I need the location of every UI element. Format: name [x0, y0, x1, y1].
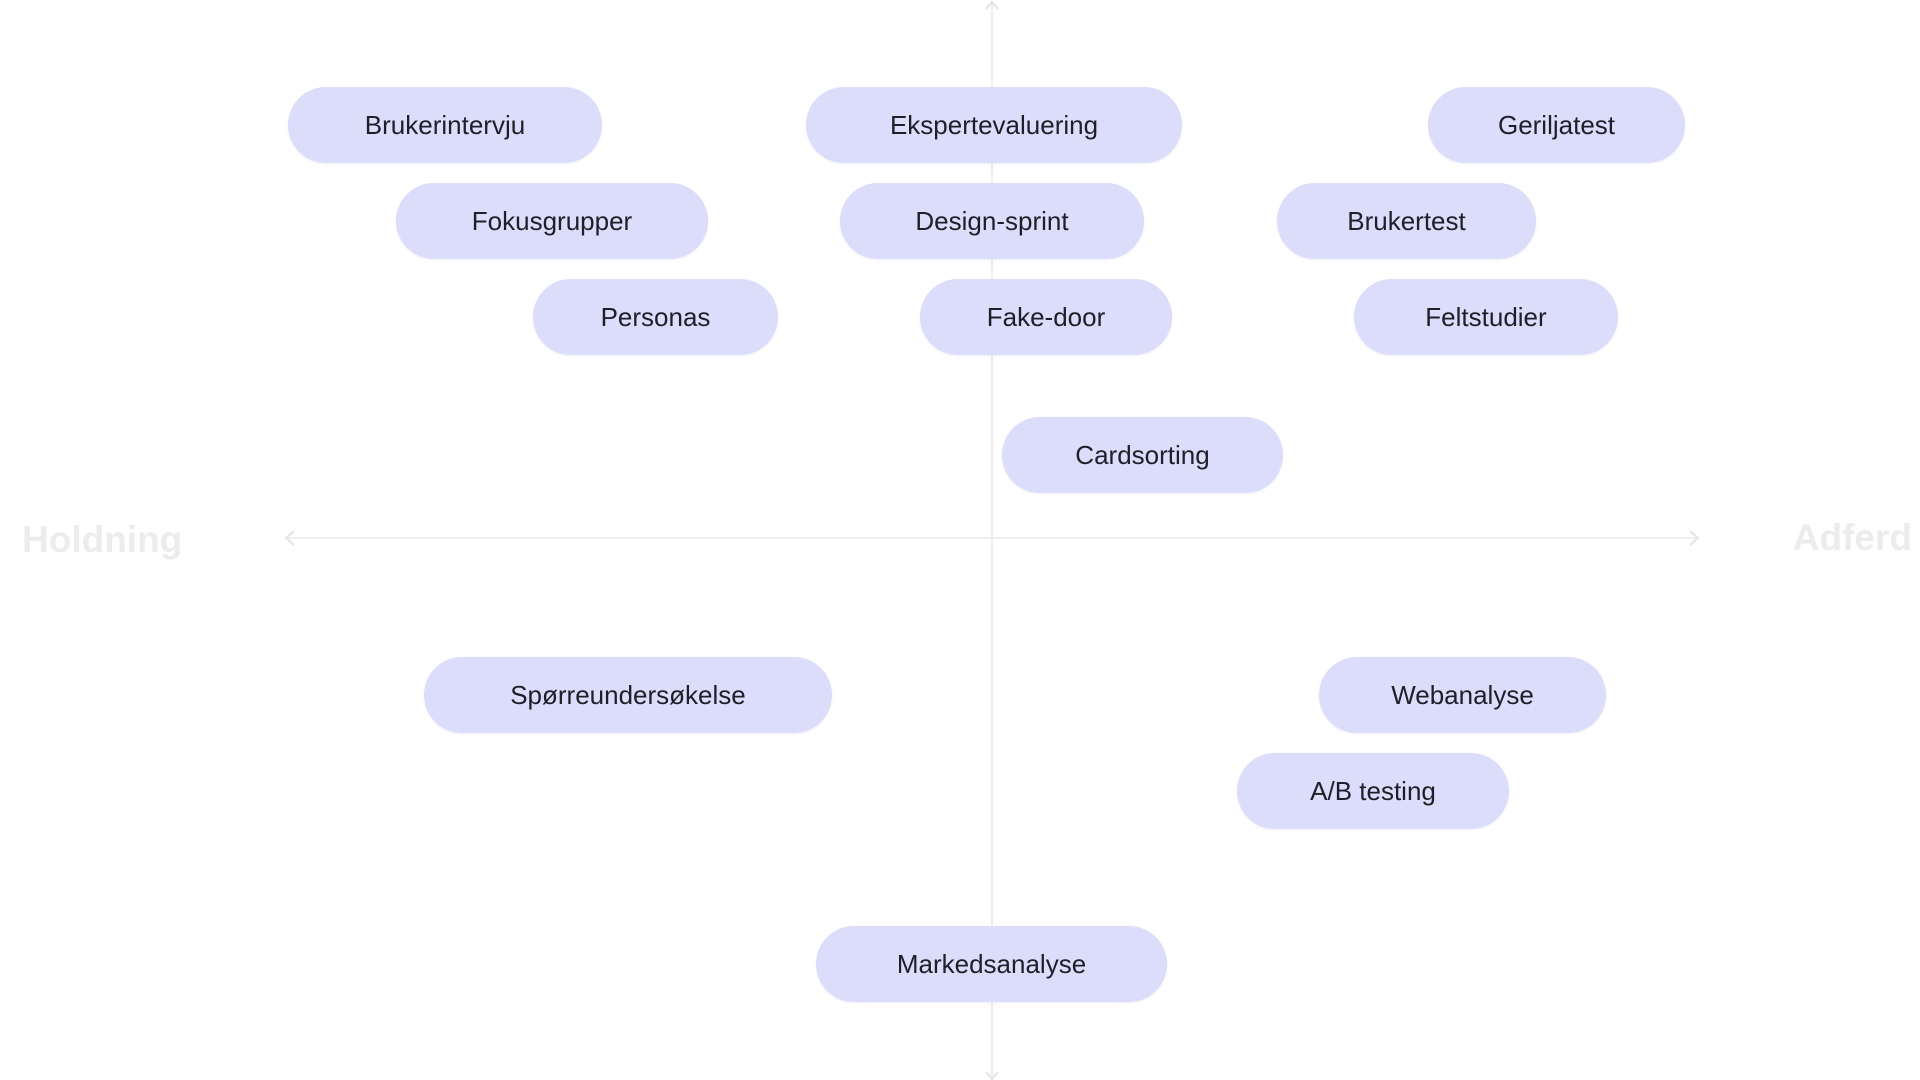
method-pill-ab-testing[interactable]: A/B testing: [1237, 753, 1509, 829]
method-pill-brukertest[interactable]: Brukertest: [1277, 183, 1536, 259]
axis-label-adferd: Adferd: [1792, 517, 1912, 558]
method-pill-brukerintervju[interactable]: Brukerintervju: [288, 87, 602, 163]
horizontal-axis-right-arrow-icon: [1689, 530, 1700, 546]
method-pill-sporreundersokelse[interactable]: Spørreundersøkelse: [424, 657, 832, 733]
method-pill-design-sprint[interactable]: Design-sprint: [840, 183, 1144, 259]
method-pill-webanalyse[interactable]: Webanalyse: [1319, 657, 1606, 733]
method-pill-cardsorting[interactable]: Cardsorting: [1002, 417, 1283, 493]
method-pill-markedsanalyse[interactable]: Markedsanalyse: [816, 926, 1167, 1002]
vertical-axis-top-arrow-icon: [985, 0, 999, 10]
method-pill-feltstudier[interactable]: Feltstudier: [1354, 279, 1618, 355]
vertical-axis-bottom-arrow-icon: [985, 1071, 999, 1080]
method-pill-fokusgrupper[interactable]: Fokusgrupper: [396, 183, 708, 259]
method-pill-geriljatest[interactable]: Geriljatest: [1428, 87, 1685, 163]
axis-label-holdning: Holdning: [22, 519, 183, 560]
horizontal-axis-left-arrow-icon: [284, 530, 295, 546]
method-pill-ekspertevaluering[interactable]: Ekspertevaluering: [806, 87, 1182, 163]
method-pill-personas[interactable]: Personas: [533, 279, 778, 355]
method-pill-fake-door[interactable]: Fake-door: [920, 279, 1172, 355]
